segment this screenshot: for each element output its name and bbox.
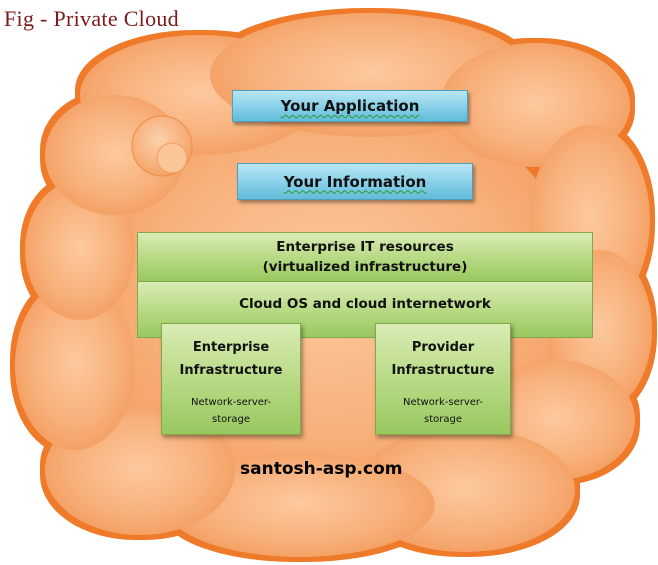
it-resources-line2: (virtualized infrastructure): [262, 259, 468, 275]
cloud-os-label: Cloud OS and cloud internetwork: [239, 296, 491, 312]
your-information-box: Your Information: [237, 163, 473, 200]
your-application-box: Your Application: [232, 90, 468, 122]
provider-infra-line1: Provider: [411, 340, 475, 355]
enterprise-infra-line2: Infrastructure: [179, 363, 283, 378]
your-application-label: Your Application: [280, 97, 420, 115]
provider-infra-line2: Infrastructure: [391, 363, 495, 378]
enterprise-infrastructure-box: Enterprise Infrastructure Network-server…: [161, 323, 301, 435]
provider-infrastructure-box: Provider Infrastructure Network-server- …: [375, 323, 511, 435]
enterprise-infra-sub-line1: Network-server-: [191, 397, 271, 408]
your-information-label: Your Information: [283, 172, 427, 191]
cloud-bubbles: [131, 115, 193, 177]
enterprise-infra-sub-line2: storage: [212, 414, 250, 425]
provider-infra-sub-line2: storage: [424, 414, 462, 425]
provider-infra-sub-line1: Network-server-: [403, 397, 483, 408]
it-resources-line1: Enterprise IT resources: [276, 239, 454, 255]
figure-title: Fig - Private Cloud: [4, 6, 179, 31]
enterprise-infra-line1: Enterprise: [192, 340, 270, 355]
enterprise-it-resources-box: Enterprise IT resources (virtualized inf…: [137, 232, 593, 282]
site-url-text: santosh-asp.com: [240, 459, 403, 479]
